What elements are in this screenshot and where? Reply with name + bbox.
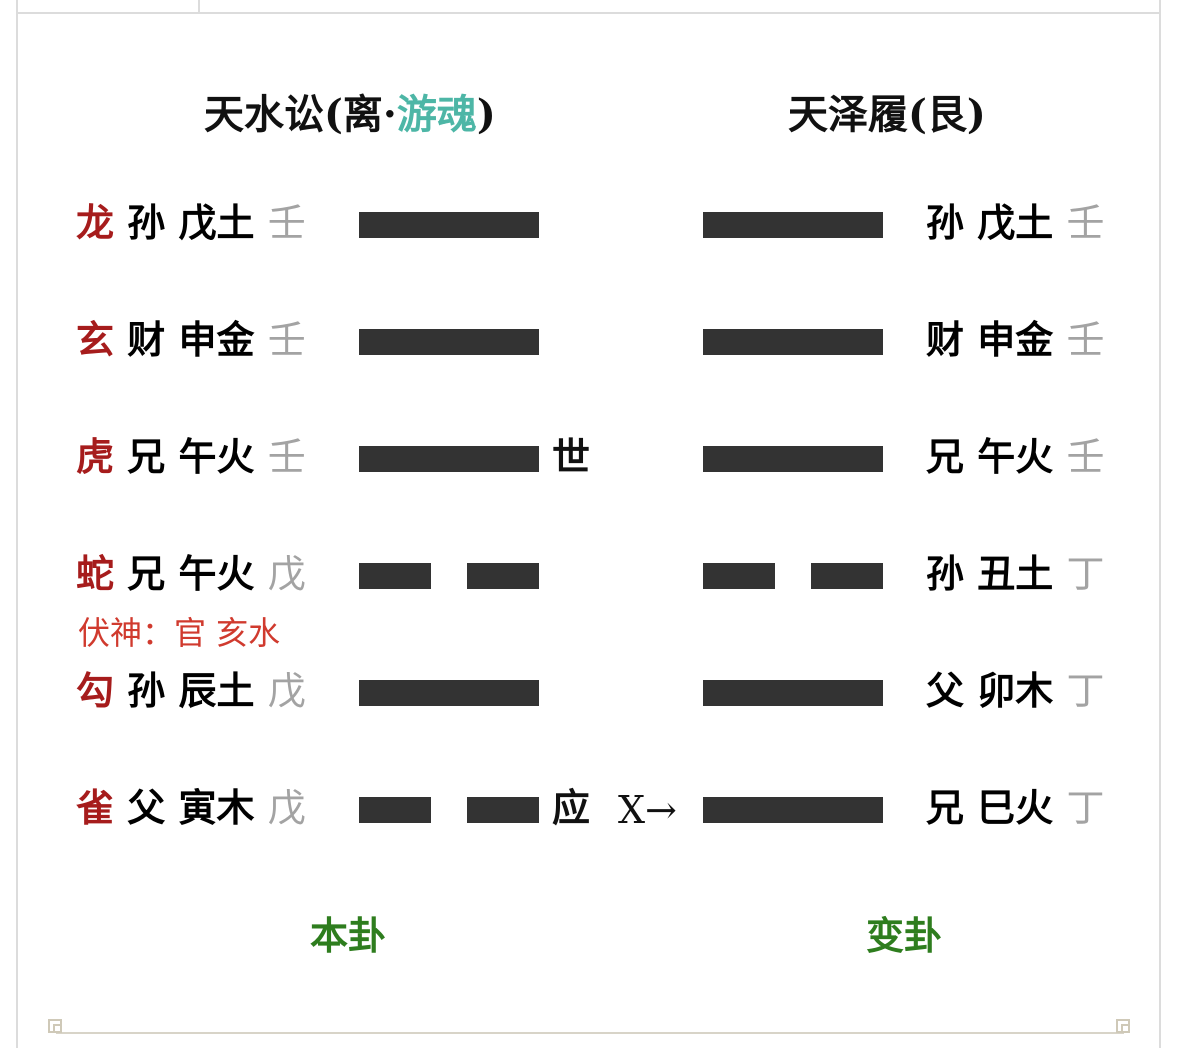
original-hexagram-caption: 本卦	[310, 914, 387, 958]
original-yang-line	[359, 446, 539, 472]
changed-line-label: 兄 午火 壬	[926, 438, 1105, 476]
heavenly-stem: 壬	[267, 435, 306, 479]
line-segment	[703, 680, 883, 706]
changed-yang-line	[703, 446, 883, 472]
changed-line-label: 孙 戊土 壬	[926, 204, 1105, 242]
changed-line-label: 孙 丑土 丁	[926, 555, 1105, 593]
line-segment	[359, 797, 431, 823]
line-segment	[467, 563, 539, 589]
six-relative: 父	[926, 669, 965, 713]
hidden-spirit-note: 伏神：官 亥水	[78, 614, 281, 652]
line-segment	[703, 329, 883, 355]
six-spirit: 虎	[76, 435, 115, 479]
line-segment	[703, 563, 775, 589]
changed-yang-line	[703, 680, 883, 706]
earthly-branch: 戊土	[178, 201, 255, 245]
bottom-border	[56, 1032, 1124, 1034]
corner-ornament-left	[48, 1019, 62, 1033]
earthly-branch: 午火	[178, 552, 255, 596]
earthly-branch: 申金	[178, 318, 255, 362]
original-line-label: 蛇 兄 午火 戊	[76, 555, 306, 593]
six-spirit: 雀	[76, 786, 115, 830]
earthly-branch: 午火	[178, 435, 255, 479]
line-segment	[359, 680, 539, 706]
line-segment	[359, 329, 539, 355]
original-hexagram-title: 天水讼(离·游魂)	[204, 82, 496, 140]
changed-line-label: 财 申金 壬	[926, 321, 1105, 359]
heavenly-stem: 丁	[1066, 669, 1105, 713]
original-line-label: 勾 孙 辰土 戊	[76, 672, 306, 710]
original-line-label: 龙 孙 戊土 壬	[76, 204, 306, 242]
earthly-branch: 寅木	[178, 786, 255, 830]
top-divider	[198, 0, 200, 14]
line-segment	[703, 212, 883, 238]
original-yin-line	[359, 563, 539, 589]
shi-ying-marker: 应	[552, 786, 591, 830]
heavenly-stem: 戊	[267, 786, 306, 830]
six-relative: 父	[127, 786, 166, 830]
heavenly-stem: 壬	[1066, 435, 1105, 479]
line-segment	[811, 563, 883, 589]
original-title-close: )	[476, 91, 496, 138]
changed-yang-line	[703, 329, 883, 355]
shi-ying-marker: 世	[552, 435, 591, 479]
six-relative: 孙	[127, 201, 166, 245]
heavenly-stem: 壬	[1066, 201, 1105, 245]
line-segment	[359, 446, 539, 472]
six-spirit: 勾	[76, 669, 115, 713]
heavenly-stem: 戊	[267, 552, 306, 596]
original-line-label: 雀 父 寅木 戊	[76, 789, 306, 827]
six-relative: 兄	[926, 435, 965, 479]
six-relative: 孙	[926, 201, 965, 245]
six-relative: 兄	[926, 786, 965, 830]
six-relative: 孙	[127, 669, 166, 713]
changed-hexagram-title: 天泽履(艮)	[788, 91, 986, 138]
original-yang-line	[359, 680, 539, 706]
corner-ornament-right	[1116, 1019, 1130, 1033]
changed-yin-line	[703, 563, 883, 589]
top-border	[16, 0, 1161, 14]
original-line-label: 虎 兄 午火 壬	[76, 438, 306, 476]
earthly-branch: 申金	[977, 318, 1054, 362]
content-frame	[16, 0, 1161, 1048]
original-yang-line	[359, 329, 539, 355]
heavenly-stem: 丁	[1066, 786, 1105, 830]
changed-line-label: 父 卯木 丁	[926, 672, 1105, 710]
changed-yang-line	[703, 212, 883, 238]
six-spirit: 龙	[76, 201, 115, 245]
changed-yang-line	[703, 797, 883, 823]
heavenly-stem: 壬	[267, 318, 306, 362]
earthly-branch: 戊土	[977, 201, 1054, 245]
six-spirit: 玄	[76, 318, 115, 362]
original-title-palace-type: 游魂	[396, 91, 477, 138]
original-yin-line	[359, 797, 539, 823]
changed-hexagram-caption: 变卦	[866, 914, 943, 958]
change-marker: X→	[618, 788, 677, 832]
earthly-branch: 丑土	[977, 552, 1054, 596]
six-relative: 财	[926, 318, 965, 362]
earthly-branch: 午火	[977, 435, 1054, 479]
original-line-label: 玄 财 申金 壬	[76, 321, 306, 359]
line-segment	[703, 446, 883, 472]
earthly-branch: 辰土	[178, 669, 255, 713]
earthly-branch: 巳火	[977, 786, 1054, 830]
heavenly-stem: 戊	[267, 669, 306, 713]
six-relative: 兄	[127, 435, 166, 479]
line-segment	[359, 212, 539, 238]
six-relative: 孙	[926, 552, 965, 596]
original-title-main: 天水讼(离·	[204, 91, 397, 138]
heavenly-stem: 壬	[1066, 318, 1105, 362]
line-segment	[359, 563, 431, 589]
changed-line-label: 兄 巳火 丁	[926, 789, 1105, 827]
heavenly-stem: 丁	[1066, 552, 1105, 596]
earthly-branch: 卯木	[977, 669, 1054, 713]
six-relative: 兄	[127, 552, 166, 596]
six-spirit: 蛇	[76, 552, 115, 596]
line-segment	[467, 797, 539, 823]
six-relative: 财	[127, 318, 166, 362]
original-yang-line	[359, 212, 539, 238]
line-segment	[703, 797, 883, 823]
heavenly-stem: 壬	[267, 201, 306, 245]
